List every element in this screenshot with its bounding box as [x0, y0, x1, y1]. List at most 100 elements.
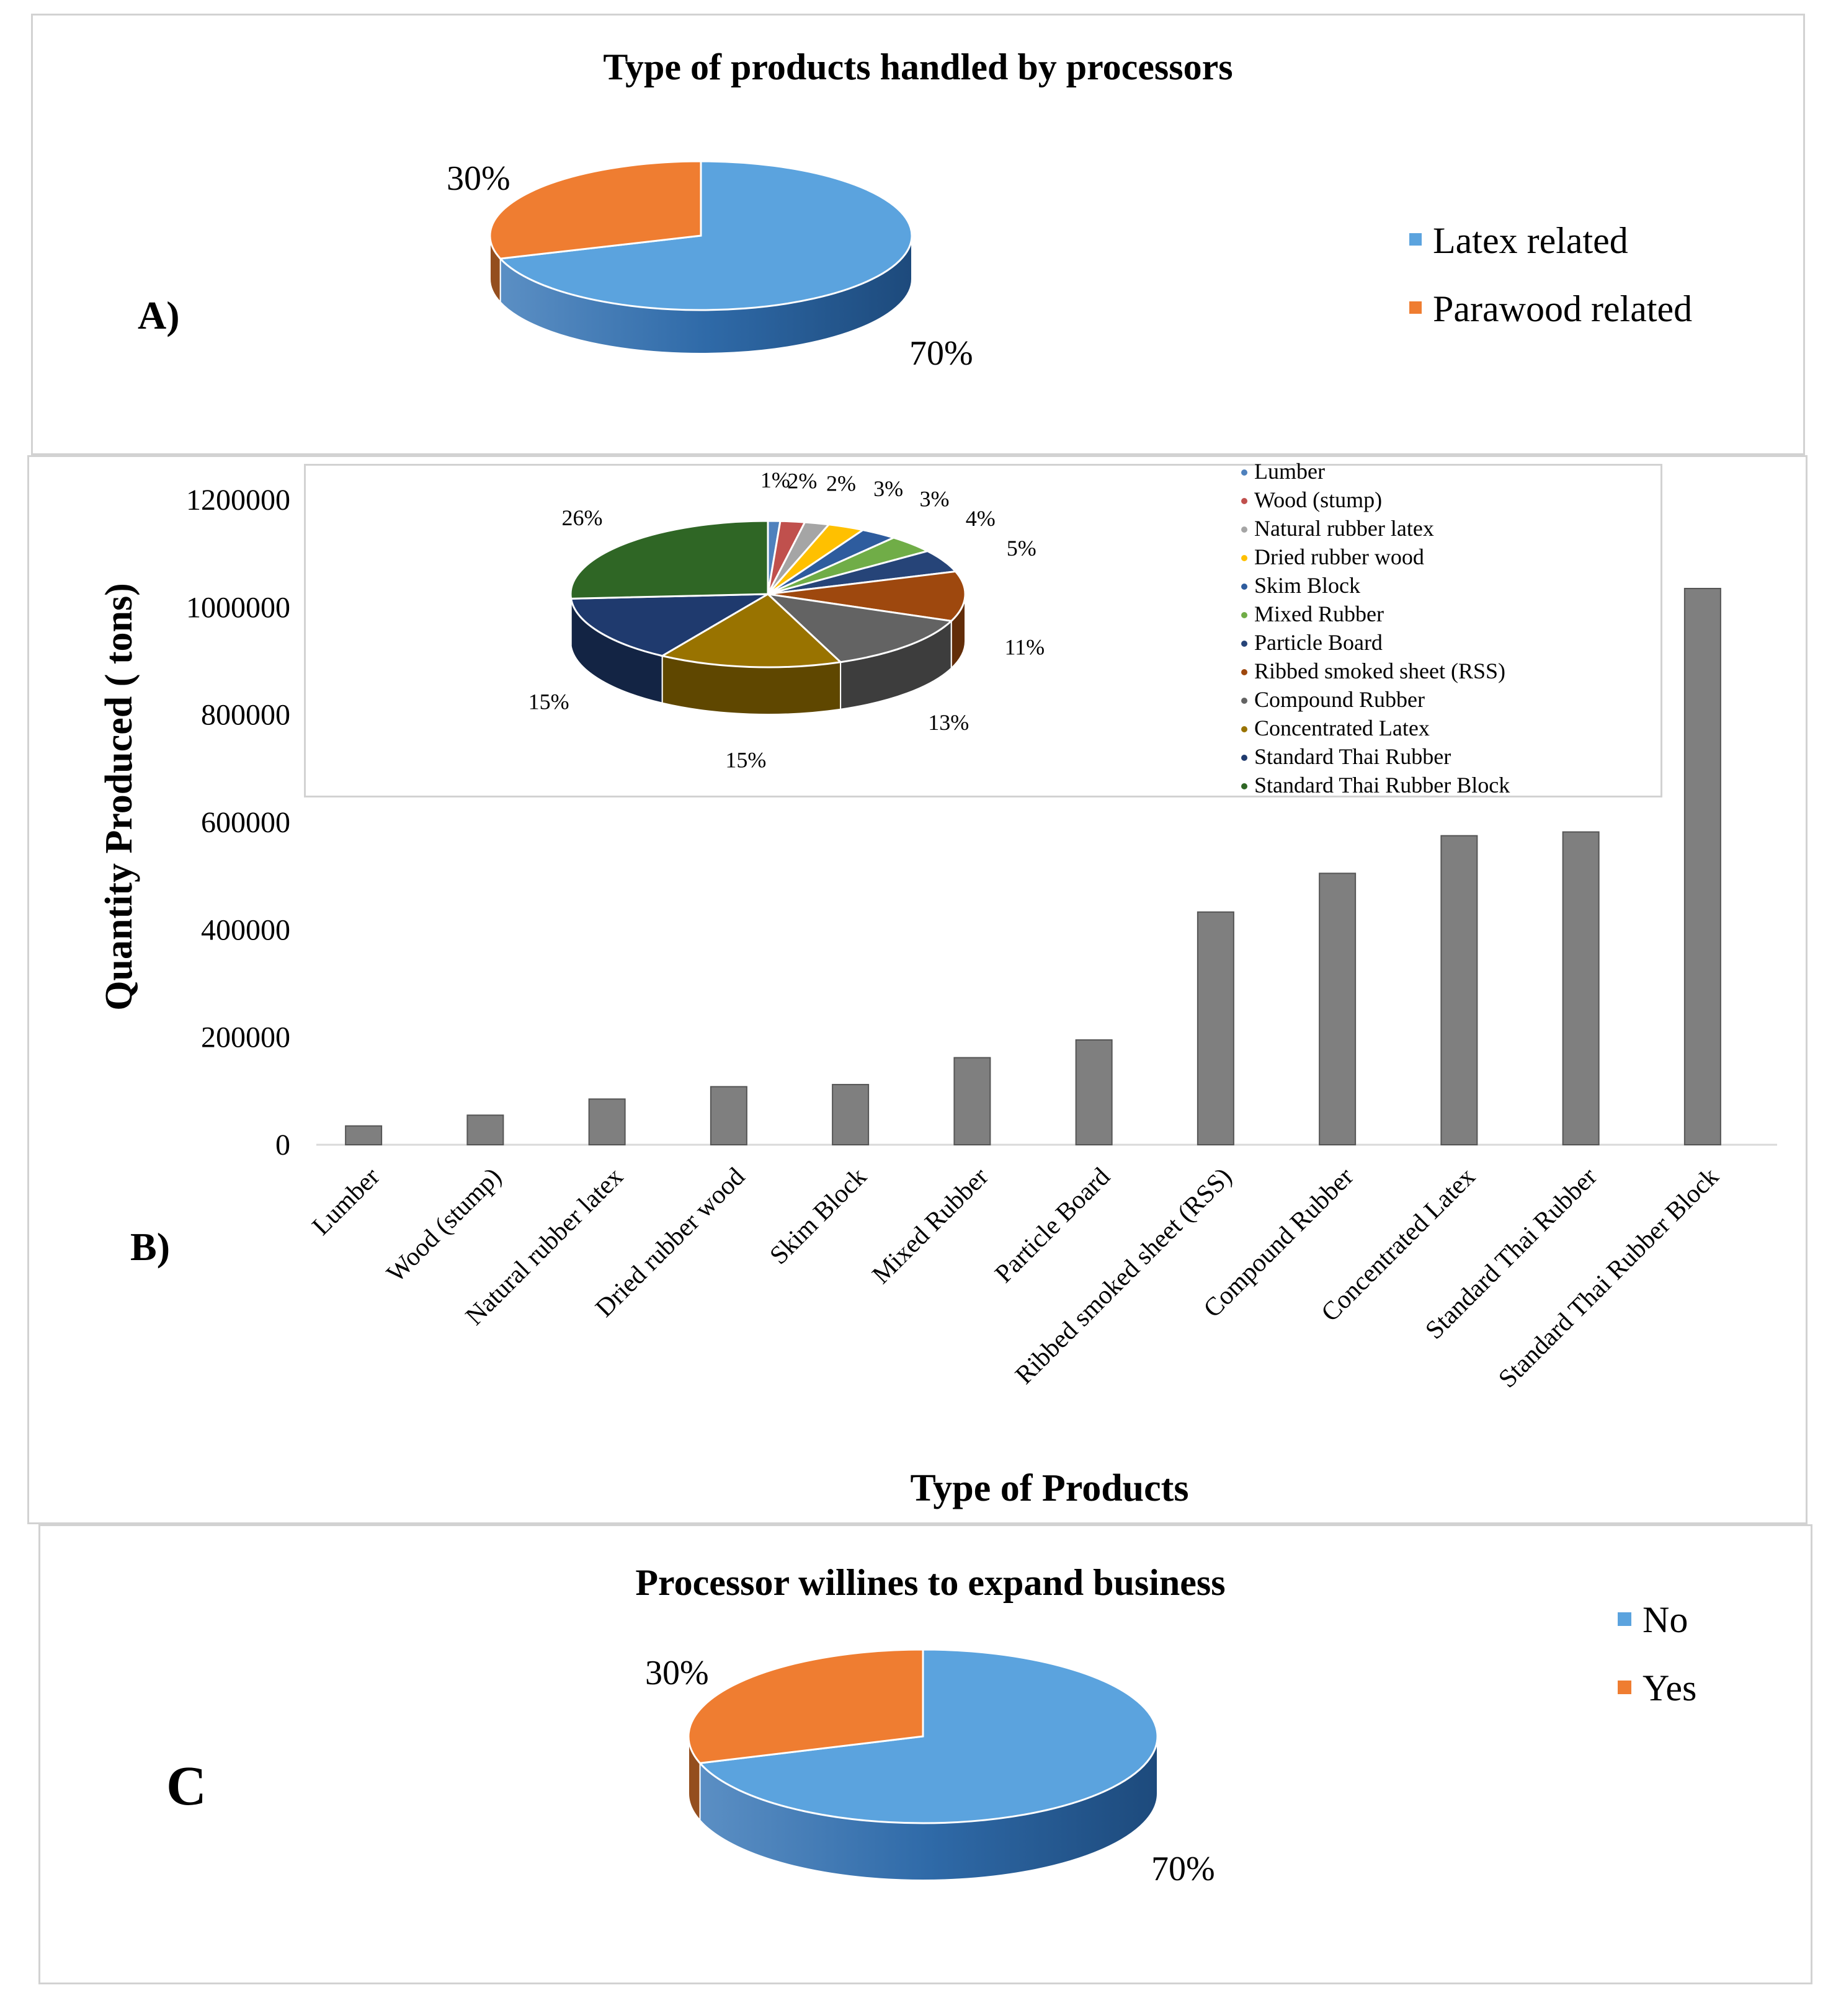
y-tick-label: 1000000: [186, 591, 290, 624]
inset-legend-marker: [1241, 526, 1247, 533]
inset-legend-label: Dried rubber wood: [1254, 544, 1424, 569]
bar-skim-block: [832, 1083, 870, 1146]
panel-b-label: B): [130, 1225, 170, 1269]
x-category-label: Particle Board: [989, 1163, 1115, 1289]
inset-legend-label: Mixed Rubber: [1254, 602, 1384, 626]
y-tick-label: 800000: [201, 699, 290, 732]
pie-c-label-30: 30%: [645, 1654, 709, 1692]
x-category-label: Lumber: [307, 1163, 386, 1241]
bar-standard-thai-rubber: [1562, 831, 1600, 1145]
legend-label-yes: Yes: [1643, 1667, 1696, 1708]
bar-standard-thai-rubber-block: [1683, 588, 1721, 1145]
bar-concentrated-latex: [1440, 835, 1478, 1145]
legend-label-parawood: Parawood related: [1433, 288, 1692, 329]
inset-slice-label: 11%: [1004, 634, 1045, 659]
inset-legend-label: Skim Block: [1254, 573, 1360, 598]
inset-legend-marker: [1241, 669, 1247, 675]
pie-a-label-70: 70%: [909, 334, 973, 373]
inset-legend-marker: [1241, 641, 1247, 647]
pie-a-slice-latex-related: [498, 160, 913, 311]
inset-legend-marker: [1241, 469, 1247, 476]
legend-swatch-latex: [1409, 233, 1422, 246]
bar-mixed-rubber: [953, 1057, 991, 1145]
inset-legend-label: Standard Thai Rubber Block: [1254, 773, 1510, 797]
inset-legend-label: Particle Board: [1254, 630, 1383, 655]
inset-legend-label: Standard Thai Rubber: [1254, 744, 1451, 769]
bar-marks: [345, 588, 1721, 1146]
y-axis-title: Quantity Produced ( tons): [98, 583, 140, 1011]
inset-pie-slice-standard-thai-rubber-block: [569, 520, 769, 600]
bar-natural-rubber-latex: [588, 1098, 626, 1146]
inset-legend-marker: [1241, 698, 1247, 704]
inset-slice-label: 4%: [966, 506, 996, 531]
y-tick-label: 600000: [201, 806, 290, 839]
x-category-label: Ribbed smoked sheet (RSS): [1010, 1163, 1237, 1390]
inset-slice-label: 3%: [873, 476, 903, 501]
y-tick-label: 1200000: [186, 484, 290, 517]
inset-pie-slice-standard-thai-rubber: [569, 593, 772, 657]
inset-slice-label: 1%: [760, 468, 790, 492]
bar-compound-rubber: [1319, 873, 1357, 1146]
x-category-label: Mixed Rubber: [867, 1163, 994, 1290]
inset-slice-label: 26%: [561, 505, 602, 530]
inset-slice-label: 2%: [787, 468, 817, 493]
inset-slice-label: 15%: [528, 690, 569, 714]
legend-label-latex: Latex related: [1433, 220, 1628, 261]
inset-legend-marker: [1241, 555, 1247, 561]
inset-legend-marker: [1241, 755, 1247, 761]
panel-a: [31, 14, 1805, 455]
bar-axes: 0 200000 400000 600000 800000 1000000 1200000: [186, 484, 1777, 1161]
inset-legend-marker: [1241, 726, 1247, 732]
bar-lumber: [345, 1125, 383, 1145]
inset-pie-box: [304, 464, 1662, 797]
inset-legend-marker: [1241, 783, 1247, 789]
panel-c-label: C: [166, 1756, 207, 1817]
inset-legend-label: Natural rubber latex: [1254, 516, 1434, 541]
inset-slice-label: 5%: [1007, 536, 1036, 561]
legend-swatch-parawood: [1409, 301, 1422, 314]
inset-legend-label: Compound Rubber: [1254, 687, 1425, 712]
pie-a-slice-parawood-related: [489, 160, 702, 260]
legend-label-no: No: [1643, 1599, 1688, 1640]
pie-c-label-70: 70%: [1151, 1850, 1215, 1888]
inset-labels: 1%2%2%3%3%4%5%11%13%15%15%26%: [528, 468, 1045, 772]
y-tick-label: 400000: [201, 913, 290, 946]
bar-ribbed-smoked-sheet-rss-: [1197, 911, 1234, 1145]
pie-c-slice-no: [698, 1648, 1159, 1824]
inset-pie-slice-ribbed-smoked-sheet-rss-: [767, 570, 966, 623]
y-tick-label: 200000: [201, 1021, 290, 1054]
panel-c-title: Processor willines to expand business: [635, 1562, 1225, 1603]
legend-swatch-yes: [1618, 1681, 1631, 1694]
pie-c: [687, 1648, 1159, 1881]
inset-legend-marker: [1241, 584, 1247, 590]
panel-a-label: A): [138, 293, 180, 337]
inset-pie-slice-concentrated-latex: [659, 593, 843, 668]
inset-legend-label: Lumber: [1254, 459, 1325, 484]
panel-a-title: Type of products handled by processors: [603, 47, 1233, 87]
pie-c-slice-yes: [687, 1648, 924, 1764]
bar-particle-board: [1075, 1039, 1113, 1145]
x-axis-title: Type of Products: [911, 1467, 1189, 1509]
x-category-label: Standard Thai Rubber Block: [1493, 1163, 1724, 1394]
x-category-label: Wood (stump): [381, 1163, 507, 1289]
legend-c: No Yes: [1618, 1599, 1696, 1708]
inset-pie-slice-compound-rubber: [765, 592, 953, 664]
bar-dried-rubber-wood: [710, 1086, 747, 1146]
x-category-label: Skim Block: [765, 1163, 873, 1271]
inset-legend-label: Wood (stump): [1254, 487, 1382, 512]
inset-slice-label: 15%: [725, 747, 766, 772]
legend-swatch-no: [1618, 1612, 1631, 1626]
inset-slice-label: 2%: [826, 471, 856, 495]
pie-a: [489, 160, 913, 354]
inset-slice-label: 3%: [919, 487, 949, 512]
inset-legend-label: Concentrated Latex: [1254, 716, 1430, 740]
y-tick-label: 0: [275, 1129, 290, 1161]
inset-legend-marker: [1241, 612, 1247, 618]
inset-slice-label: 13%: [928, 710, 969, 735]
inset-legend-label: Ribbed smoked sheet (RSS): [1254, 659, 1505, 683]
inset-pie: [569, 520, 966, 715]
bar-wood-stump-: [466, 1114, 504, 1146]
